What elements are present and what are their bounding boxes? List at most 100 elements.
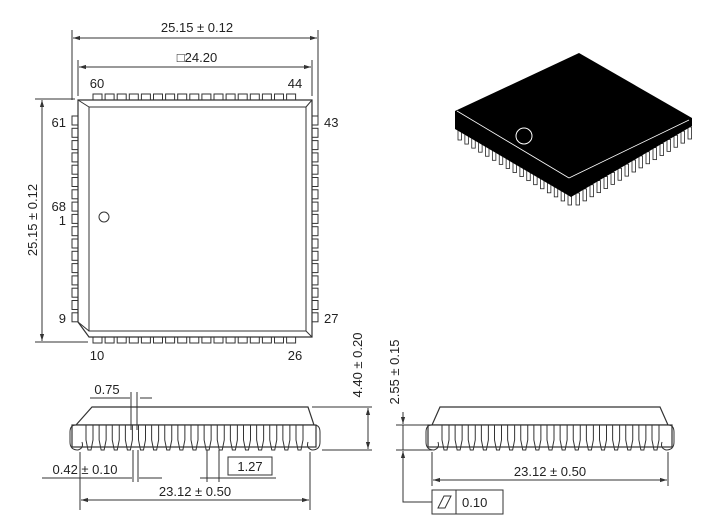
pin-bottom <box>153 336 163 344</box>
lead <box>98 425 107 451</box>
lead <box>638 425 647 451</box>
pin-right <box>311 226 319 237</box>
lead-3d <box>582 188 587 202</box>
lead-span-label: 23.12 ± 0.50 <box>159 484 231 499</box>
lead <box>441 425 450 451</box>
lead <box>229 425 238 451</box>
pin-label-60: 60 <box>90 76 104 91</box>
pin-label-61: 61 <box>52 115 66 130</box>
pin-top <box>165 93 176 101</box>
lead-3d <box>624 163 629 177</box>
pin-bottom <box>92 336 103 344</box>
pin-left <box>71 250 79 261</box>
pin-bottom <box>177 336 188 344</box>
pin-top <box>116 93 127 101</box>
height-label: 4.40 ± 0.20 <box>350 333 365 398</box>
lead-3d <box>575 192 580 206</box>
pin-left <box>71 287 79 298</box>
lead <box>454 425 463 451</box>
pin1-indicator-icon <box>515 127 533 145</box>
end-lead-span-label: 23.12 ± 0.50 <box>514 464 586 479</box>
pin-right <box>311 177 319 187</box>
pin-right <box>311 300 319 310</box>
lead <box>216 425 225 451</box>
package-3d-body <box>455 53 692 197</box>
lead <box>546 425 555 451</box>
pin-top <box>225 93 236 101</box>
lead <box>612 425 621 451</box>
lead-3d <box>603 176 608 189</box>
lead-3d <box>596 180 601 194</box>
pin-top <box>153 93 163 101</box>
lead-3d <box>687 126 692 140</box>
lead <box>243 425 251 451</box>
lead <box>282 425 291 451</box>
lead-3d <box>673 134 678 148</box>
lead-3d <box>680 130 685 144</box>
lead <box>295 425 304 451</box>
lead <box>533 425 542 451</box>
pin-top <box>237 93 248 101</box>
lead-3d <box>659 143 664 156</box>
pin-left <box>71 201 79 212</box>
pin-right <box>311 140 319 151</box>
lead <box>256 425 265 451</box>
body-size-label: □24.20 <box>177 50 217 65</box>
pin-bottom <box>261 336 272 344</box>
pin-top <box>213 93 224 101</box>
lead <box>572 425 581 451</box>
lead-3d <box>652 147 657 161</box>
pin-label-43: 43 <box>324 115 338 130</box>
pin-bottom <box>274 336 284 344</box>
lead <box>164 425 173 451</box>
lead <box>467 425 476 451</box>
pin-right <box>311 213 319 224</box>
pin-label-27: 27 <box>324 311 338 326</box>
pin-right <box>311 189 319 200</box>
lead-width-label: 0.42 ± 0.10 <box>53 462 118 477</box>
pin-top <box>104 93 115 101</box>
lead <box>138 425 146 451</box>
flatness-tolerance-box <box>431 489 504 515</box>
pitch-label: 1.27 <box>237 459 262 474</box>
lead <box>124 425 133 451</box>
pin-top <box>286 93 297 101</box>
lead-3d <box>610 171 615 185</box>
pin-bottom <box>165 336 176 344</box>
pin-left <box>71 300 79 310</box>
pin-right <box>311 152 319 163</box>
pin-top <box>201 93 212 101</box>
pin-right <box>311 164 319 175</box>
pin-right <box>311 312 319 323</box>
pitch-box <box>227 456 273 476</box>
lead <box>507 425 516 451</box>
lead <box>599 425 607 451</box>
pin-label-68: 68 <box>52 199 66 214</box>
pin-left <box>71 164 79 175</box>
lead <box>480 425 489 451</box>
lead <box>651 425 660 451</box>
lead-3d <box>666 138 671 152</box>
pin-top <box>177 93 188 101</box>
lead-3d <box>631 159 636 173</box>
pin-bottom <box>116 336 127 344</box>
lead-3d <box>589 184 594 198</box>
pin-left <box>71 275 79 286</box>
pin-top <box>249 93 260 101</box>
pin-top <box>92 93 103 101</box>
pin-left <box>71 152 79 163</box>
lead <box>151 425 160 451</box>
pin-left <box>71 115 79 126</box>
pin-bottom <box>104 336 115 344</box>
pin-label-1: 1 <box>59 213 66 228</box>
pin-label-44: 44 <box>288 76 302 91</box>
package-3d-view <box>455 53 692 206</box>
pin-bottom <box>213 336 224 344</box>
lead-3d <box>645 151 650 165</box>
pin-left <box>71 213 79 224</box>
lead <box>494 425 502 451</box>
lead <box>190 425 199 451</box>
pin-bottom <box>249 336 260 344</box>
pin-bottom <box>128 336 139 344</box>
lead <box>585 425 594 451</box>
